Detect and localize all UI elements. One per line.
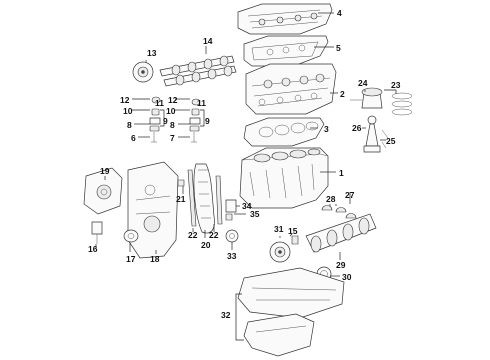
callout-3: 3 (324, 124, 329, 134)
callout-12: 12 (120, 95, 130, 105)
valve-cover-gasket (243, 35, 329, 67)
callout-26: 26 (352, 123, 362, 133)
timing-chain (193, 163, 215, 234)
oil-pan-lower (243, 313, 315, 357)
cam-sprocket (132, 61, 154, 83)
valve-components-left (149, 96, 161, 143)
callout-24: 24 (358, 78, 368, 88)
callout-8: 8 (127, 120, 132, 130)
callout-35: 35 (250, 209, 260, 219)
chain-guides (187, 169, 237, 227)
callout-7: 7 (170, 133, 175, 143)
crank-bearings (321, 205, 357, 219)
callout-33: 33 (227, 251, 237, 261)
callout-28: 28 (326, 194, 336, 204)
head-gasket (243, 117, 325, 147)
callout-14: 14 (203, 36, 213, 46)
sensor (91, 221, 103, 244)
callout-17: 17 (126, 254, 136, 264)
crank-sprocket (225, 229, 239, 243)
piston-and-rings (350, 87, 413, 116)
callout-25: 25 (386, 136, 396, 146)
callout-15: 15 (288, 226, 298, 236)
callout-labels: 1 2 3 4 5 6 7 8 8 9 9 10 10 11 11 12 12 … (88, 8, 401, 320)
callout-31: 31 (274, 224, 284, 234)
callout-10b: 10 (166, 106, 176, 116)
callout-23: 23 (391, 80, 401, 90)
callout-32: 32 (221, 310, 231, 320)
callout-19: 19 (100, 166, 110, 176)
water-pump (83, 167, 123, 215)
timing-cover (127, 161, 179, 259)
engine-block (239, 147, 329, 209)
callout-9b: 9 (205, 116, 210, 126)
callout-12b: 12 (168, 95, 178, 105)
callout-30: 30 (342, 272, 352, 282)
cylinder-head (245, 63, 337, 115)
callout-4: 4 (337, 8, 342, 18)
callout-11: 11 (155, 98, 164, 108)
callout-6: 6 (131, 133, 136, 143)
callout-22: 22 (188, 230, 198, 240)
oil-pan-upper (237, 267, 345, 319)
callout-5: 5 (336, 43, 341, 53)
callout-11b: 11 (197, 98, 206, 108)
callout-18: 18 (150, 254, 160, 264)
guide-bolt (177, 179, 185, 187)
callout-2: 2 (340, 89, 345, 99)
callout-22b: 22 (209, 230, 219, 240)
callout-29: 29 (336, 260, 346, 270)
crank-pulley (269, 235, 299, 263)
callout-10: 10 (123, 106, 133, 116)
valve-cover (237, 3, 333, 35)
callout-21: 21 (176, 194, 186, 204)
callout-27: 27 (345, 190, 355, 200)
callout-16: 16 (88, 244, 98, 254)
camshafts (159, 55, 237, 87)
crankshaft (305, 213, 377, 253)
callout-34: 34 (242, 201, 252, 211)
callout-13: 13 (147, 48, 157, 58)
callout-20: 20 (201, 240, 211, 250)
valve-components-right (189, 98, 201, 143)
leader-lines (95, 12, 397, 341)
front-seal (123, 229, 139, 243)
callout-9: 9 (163, 116, 168, 126)
callout-1: 1 (339, 168, 344, 178)
connecting-rod (363, 115, 389, 153)
callout-8b: 8 (170, 120, 175, 130)
